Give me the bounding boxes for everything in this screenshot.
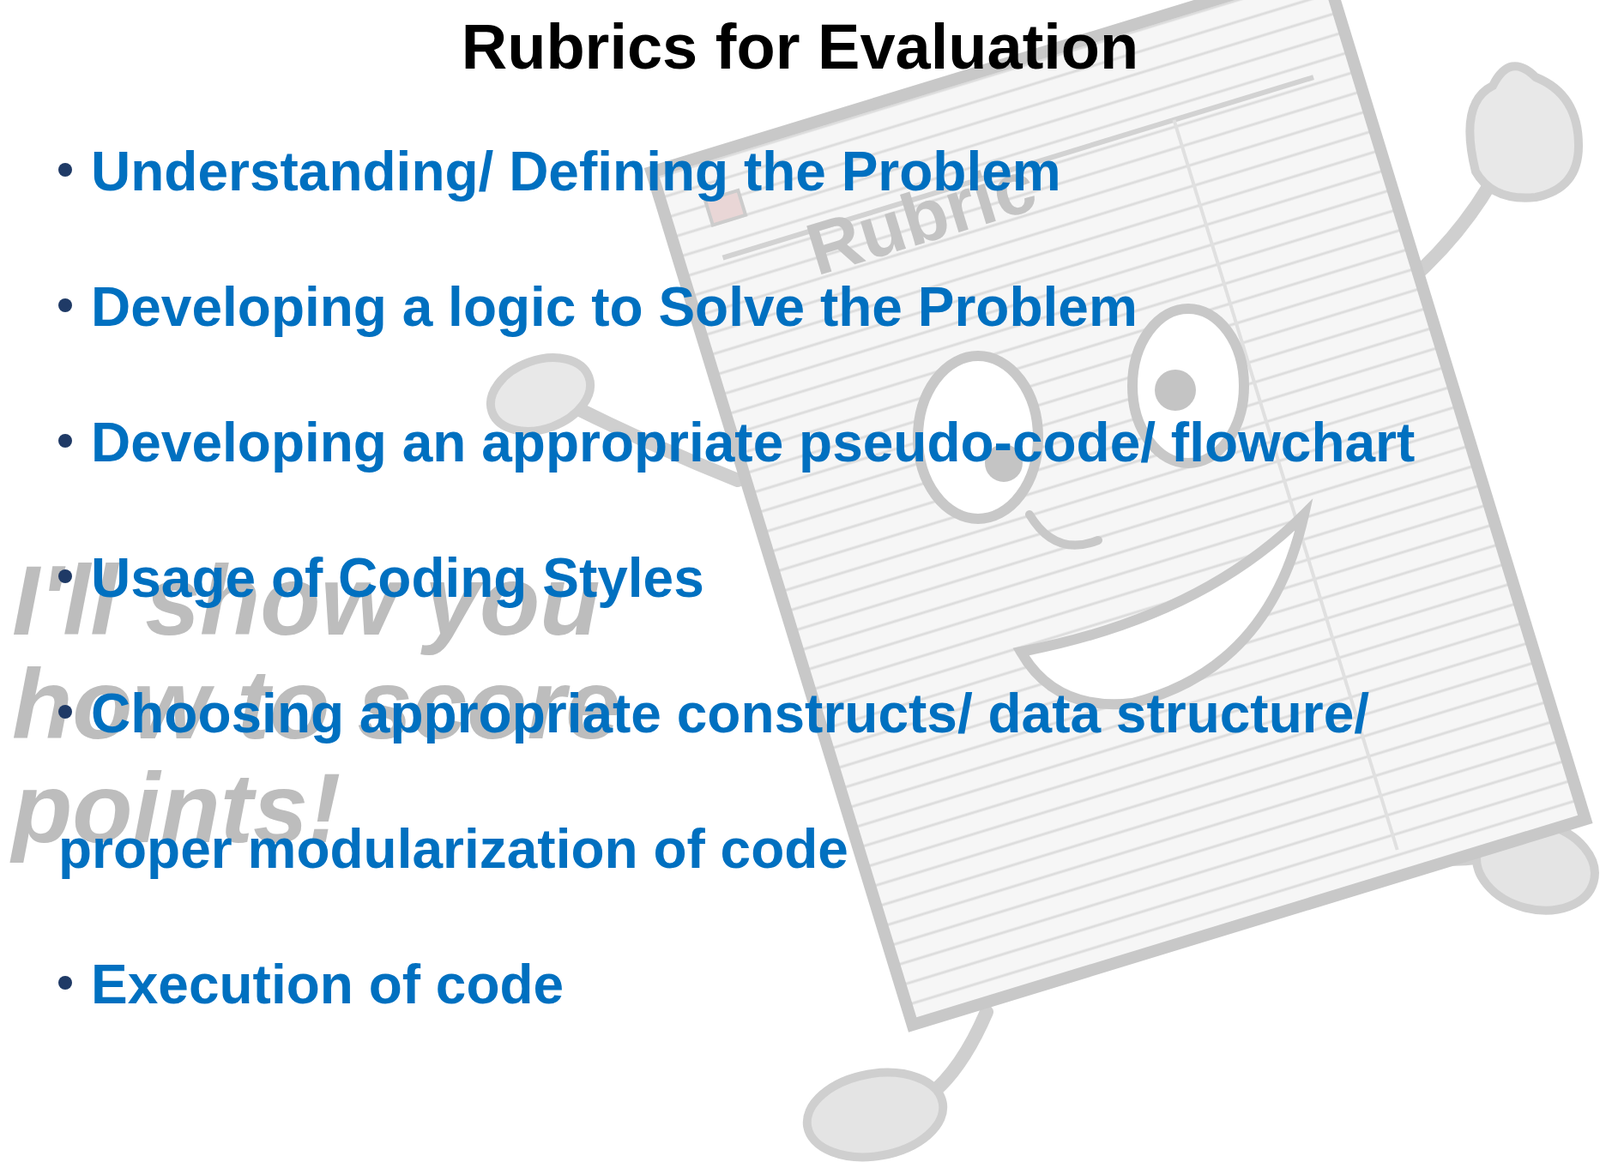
bullet-item: Understanding/ Defining the Problem xyxy=(58,103,1474,240)
bullet-dot xyxy=(58,434,73,448)
mascot-face xyxy=(917,308,1305,705)
rubric-criterion: Choosing appropriate constructs/ data st… xyxy=(58,682,1370,881)
bullet-dot xyxy=(58,298,73,313)
bullet-item: Developing an appropriate pseudo-code/ f… xyxy=(58,374,1474,511)
bullet-dot xyxy=(58,705,73,719)
rubric-criterion: Execution of code xyxy=(90,953,564,1016)
bullet-item: Choosing appropriate constructs/ data st… xyxy=(58,646,1474,918)
rubric-criterion: Usage of Coding Styles xyxy=(90,547,705,610)
bullet-dot xyxy=(58,163,73,177)
bullet-dot xyxy=(58,976,73,991)
bullet-item: Developing a logic to Solve the Problem xyxy=(58,239,1474,375)
rubric-criterion: Developing an appropriate pseudo-code/ f… xyxy=(90,411,1415,474)
bullet-list: Understanding/ Defining the ProblemDevel… xyxy=(58,103,1474,1053)
bullet-item: Usage of Coding Styles xyxy=(58,510,1474,647)
rubric-criterion: Understanding/ Defining the Problem xyxy=(90,140,1062,203)
rubric-criterion: Developing a logic to Solve the Problem xyxy=(90,276,1138,339)
bullet-item: Execution of code xyxy=(58,917,1474,1053)
bullet-dot xyxy=(58,569,73,584)
slide-title: Rubrics for Evaluation xyxy=(0,8,1600,86)
